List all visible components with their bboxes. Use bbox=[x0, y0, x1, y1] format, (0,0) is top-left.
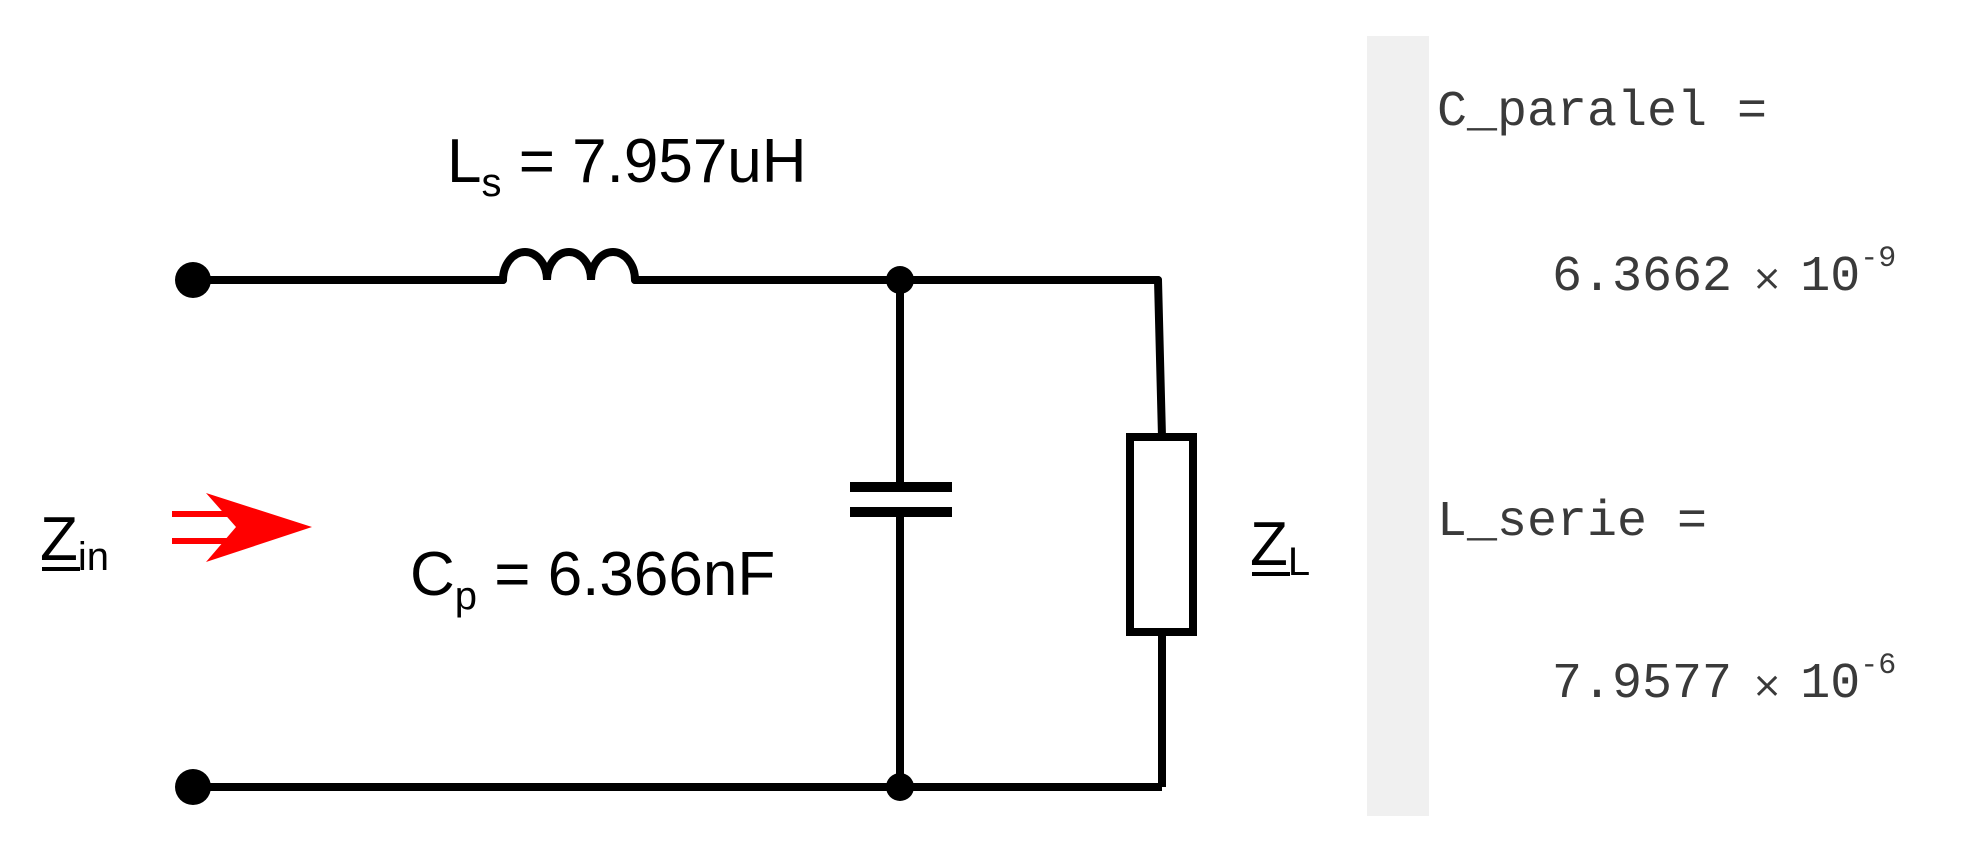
result-name-c-paralel: C_paralel = bbox=[1437, 84, 1767, 141]
output-sidebar bbox=[1367, 36, 1429, 816]
junction-bottom bbox=[886, 773, 914, 801]
inductor-symbol bbox=[499, 248, 639, 284]
junction-top bbox=[886, 266, 914, 294]
input-terminal-bottom bbox=[175, 769, 211, 805]
capacitor-label: Cp = 6.366nF bbox=[410, 540, 775, 618]
input-terminal-top bbox=[175, 262, 211, 298]
bottom-wire bbox=[193, 632, 1166, 791]
impedance-arrow bbox=[172, 493, 312, 562]
top-wire bbox=[189, 248, 1166, 441]
load-resistor-symbol bbox=[1126, 433, 1197, 636]
capacitor-symbol bbox=[850, 280, 952, 787]
result-name-l-serie: L_serie = bbox=[1437, 494, 1707, 551]
result-value-l-serie: 7.9577×10-6 bbox=[1552, 649, 1896, 713]
input-impedance-label: Zin bbox=[40, 505, 109, 579]
load-impedance-label: ZL bbox=[1250, 510, 1310, 584]
result-value-c-paralel: 6.3662×10-9 bbox=[1552, 242, 1896, 306]
inductor-label: Ls = 7.957uH bbox=[447, 127, 807, 205]
